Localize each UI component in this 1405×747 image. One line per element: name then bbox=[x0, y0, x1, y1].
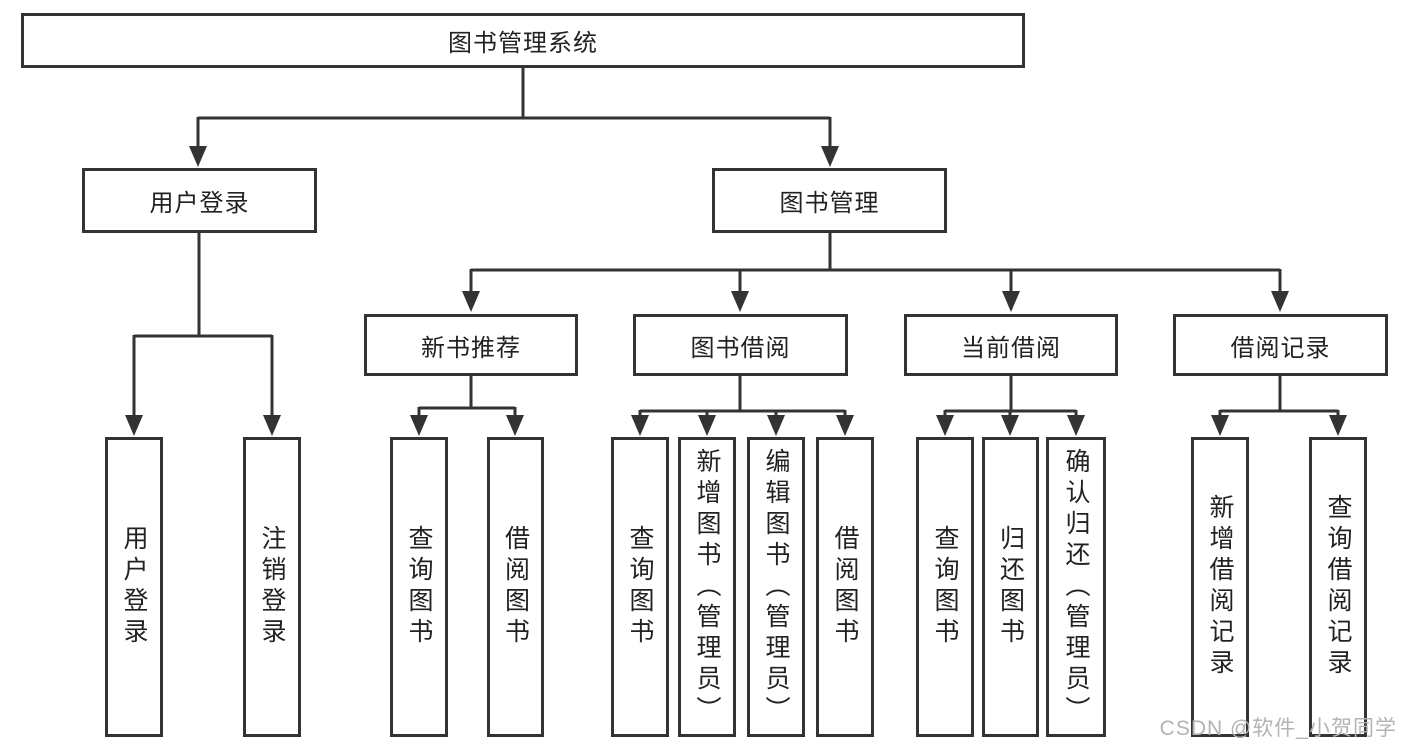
node-root: 图书管理系统 bbox=[21, 13, 1025, 68]
node-user-login-label: 用户登录 bbox=[149, 190, 250, 217]
leaf-query-books-recommend-label: 查询图书 bbox=[405, 525, 433, 649]
leaf-borrow-books-recommend: 借阅图书 bbox=[487, 437, 544, 737]
node-new-book-recommend: 新书推荐 bbox=[364, 314, 578, 376]
node-book-borrow-label: 图书借阅 bbox=[690, 334, 791, 362]
node-current-borrow: 当前借阅 bbox=[904, 314, 1118, 376]
leaf-confirm-return-admin: 确认归还（管理员） bbox=[1046, 437, 1106, 737]
node-user-login: 用户登录 bbox=[82, 168, 317, 233]
leaf-query-borrow-record: 查询借阅记录 bbox=[1309, 437, 1367, 737]
leaf-add-borrow-record: 新增借阅记录 bbox=[1191, 437, 1249, 737]
leaf-query-borrow-record-label: 查询借阅记录 bbox=[1324, 494, 1352, 680]
node-book-management-label: 图书管理 bbox=[779, 190, 880, 217]
leaf-query-books-borrow-label: 查询图书 bbox=[626, 525, 654, 649]
leaf-borrow-books-recommend-label: 借阅图书 bbox=[501, 525, 530, 649]
node-borrow-records: 借阅记录 bbox=[1173, 314, 1388, 376]
leaf-add-book-admin-label: 新增图书（管理员） bbox=[693, 447, 721, 727]
leaf-return-books: 归还图书 bbox=[982, 437, 1039, 737]
leaf-confirm-return-admin-label: 确认归还（管理员） bbox=[1062, 447, 1090, 727]
leaf-user-login: 用户登录 bbox=[105, 437, 163, 737]
leaf-logout-label: 注销登录 bbox=[258, 525, 286, 649]
leaf-borrow-books-borrow: 借阅图书 bbox=[816, 437, 874, 737]
csdn-watermark: CSDN @软件_小贺同学 bbox=[1159, 717, 1397, 740]
node-new-book-recommend-label: 新书推荐 bbox=[421, 334, 521, 362]
arrowheads bbox=[125, 146, 1347, 436]
node-current-borrow-label: 当前借阅 bbox=[961, 334, 1061, 362]
node-borrow-records-label: 借阅记录 bbox=[1230, 334, 1331, 362]
leaf-edit-book-admin: 编辑图书（管理员） bbox=[747, 437, 805, 737]
leaf-user-login-label: 用户登录 bbox=[120, 525, 148, 649]
node-book-management: 图书管理 bbox=[712, 168, 947, 233]
leaf-borrow-books-borrow-label: 借阅图书 bbox=[831, 525, 859, 649]
leaf-query-books-current: 查询图书 bbox=[916, 437, 974, 737]
node-root-label: 图书管理系统 bbox=[448, 30, 598, 57]
leaf-add-borrow-record-label: 新增借阅记录 bbox=[1206, 494, 1234, 680]
leaf-return-books-label: 归还图书 bbox=[996, 525, 1025, 649]
leaf-query-books-recommend: 查询图书 bbox=[390, 437, 448, 737]
leaf-query-books-borrow: 查询图书 bbox=[611, 437, 669, 737]
leaf-add-book-admin: 新增图书（管理员） bbox=[678, 437, 736, 737]
leaf-logout: 注销登录 bbox=[243, 437, 301, 737]
leaf-edit-book-admin-label: 编辑图书（管理员） bbox=[762, 447, 790, 727]
node-book-borrow: 图书借阅 bbox=[633, 314, 848, 376]
leaf-query-books-current-label: 查询图书 bbox=[931, 525, 959, 649]
